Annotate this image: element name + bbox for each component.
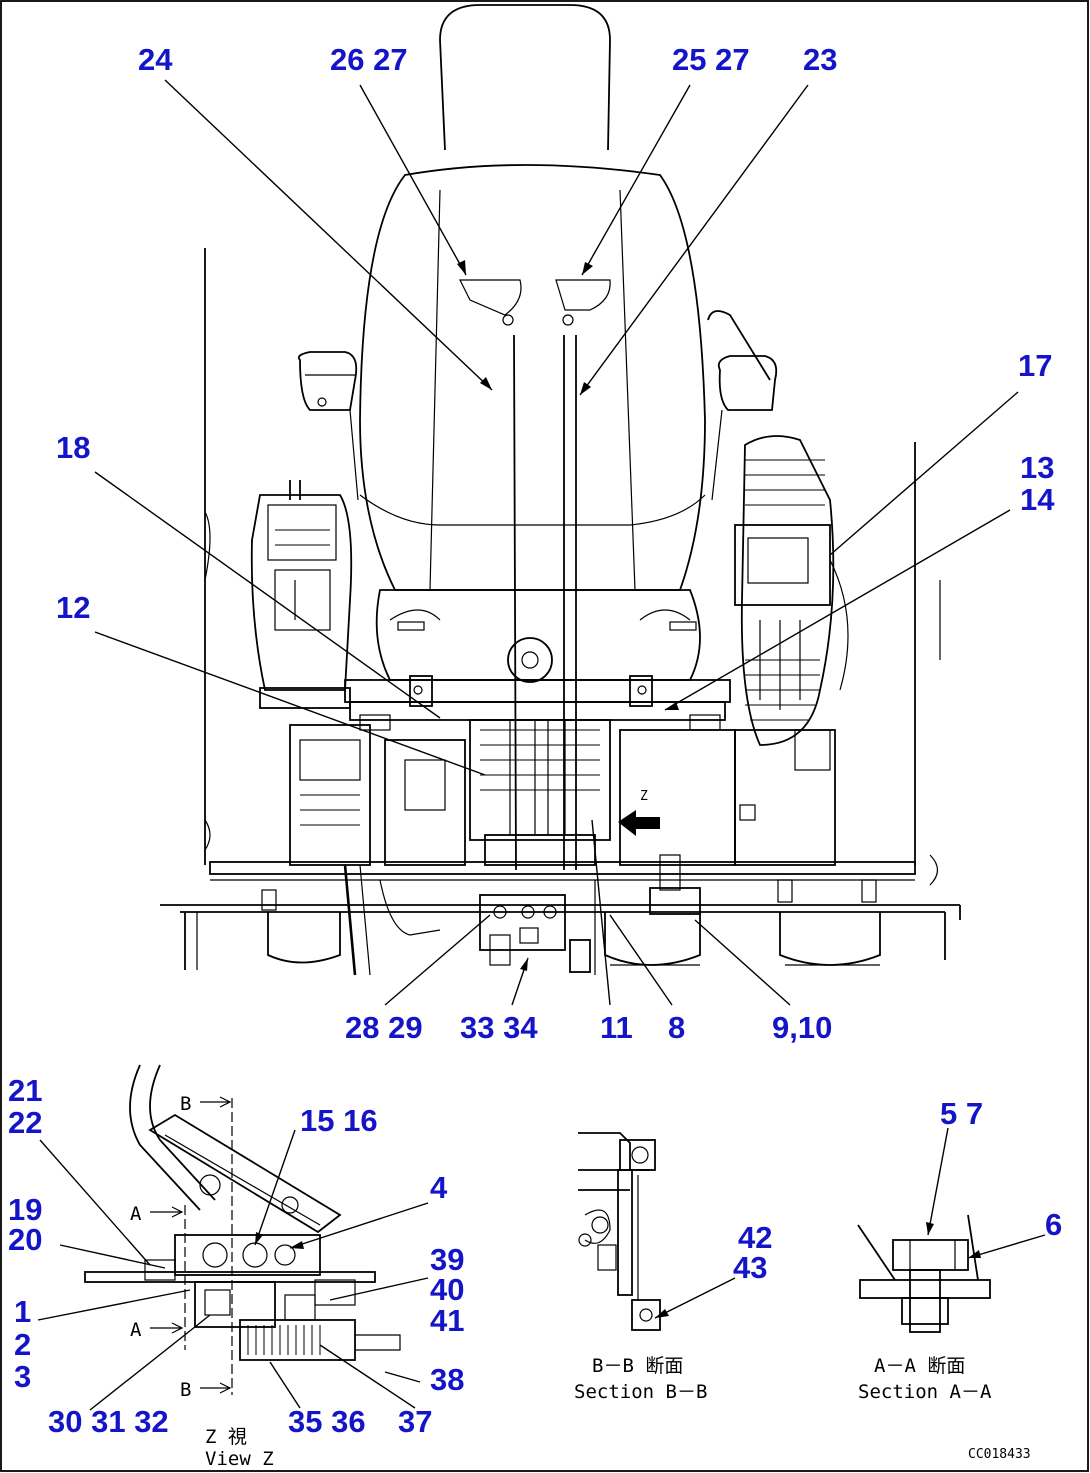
callout-41: 41 xyxy=(430,1303,464,1338)
section-b-b: 42 43 B－B 断面 Section B－B xyxy=(574,1132,772,1403)
callout-13: 13 xyxy=(1020,450,1054,485)
right-armrest xyxy=(717,355,778,411)
section-marker-a-top: A xyxy=(130,1203,142,1225)
seat-headrest xyxy=(439,4,611,151)
callout-37: 37 xyxy=(398,1404,432,1439)
callout-9-10: 9,10 xyxy=(772,1010,832,1045)
callout-8: 8 xyxy=(668,1010,685,1045)
cab-floor xyxy=(160,854,961,970)
callout-15-16: 15 16 xyxy=(300,1103,378,1138)
view-z-arrow xyxy=(618,810,660,836)
callout-17: 17 xyxy=(1018,348,1052,383)
callout-25-27: 25 27 xyxy=(672,42,750,77)
section-marker-a-bottom: A xyxy=(130,1319,142,1341)
callout-33-34: 33 34 xyxy=(460,1010,538,1045)
section-a-a: 5 7 6 A－A 断面 Section A－A xyxy=(857,1096,1062,1403)
caption-section-b-en: Section B－B xyxy=(574,1381,707,1403)
section-marker-b-top: B xyxy=(180,1093,191,1115)
callout-6: 6 xyxy=(1045,1207,1062,1242)
drawing-number: CC018433 xyxy=(968,1447,1031,1462)
callout-3: 3 xyxy=(14,1359,31,1394)
callout-4: 4 xyxy=(430,1170,448,1205)
caption-view-z-jp: Z 視 xyxy=(205,1426,247,1448)
seat-cushion xyxy=(375,589,701,681)
callout-14: 14 xyxy=(1020,482,1055,517)
callout-35-36: 35 36 xyxy=(288,1404,366,1439)
right-console xyxy=(734,435,849,746)
callout-24: 24 xyxy=(138,42,173,77)
callout-43: 43 xyxy=(733,1250,767,1285)
callout-30-31-32: 30 31 32 xyxy=(48,1404,169,1439)
callout-23: 23 xyxy=(803,42,837,77)
callout-19: 19 xyxy=(8,1192,42,1227)
seat-base xyxy=(344,675,731,731)
callout-11: 11 xyxy=(600,1010,633,1045)
caption-section-a-jp: A－A 断面 xyxy=(874,1355,965,1377)
left-console xyxy=(250,480,353,709)
callout-28-29: 28 29 xyxy=(345,1010,423,1045)
callout-22: 22 xyxy=(8,1105,42,1140)
left-controller-box xyxy=(289,724,466,866)
suspension-column xyxy=(469,719,611,866)
callout-40: 40 xyxy=(430,1272,464,1307)
callout-2: 2 xyxy=(14,1327,31,1362)
seat-back xyxy=(359,164,706,591)
right-box: Z xyxy=(618,729,836,866)
callout-39: 39 xyxy=(430,1242,464,1277)
main-view: Z xyxy=(56,4,1055,1045)
callout-42: 42 xyxy=(738,1220,772,1255)
caption-view-z-en: View Z xyxy=(205,1448,274,1470)
caption-section-b-jp: B－B 断面 xyxy=(592,1355,683,1377)
callout-18: 18 xyxy=(56,430,90,465)
caption-section-a-en: Section A－A xyxy=(858,1381,992,1403)
callout-38: 38 xyxy=(430,1362,464,1397)
left-armrest xyxy=(297,351,358,411)
callout-12: 12 xyxy=(56,590,90,625)
section-marker-b-bottom: B xyxy=(180,1379,191,1401)
leader-lines-main xyxy=(94,79,1019,1006)
callout-20: 20 xyxy=(8,1222,42,1257)
callout-21: 21 xyxy=(8,1073,42,1108)
callout-1: 1 xyxy=(14,1294,31,1329)
marker-z: Z xyxy=(640,789,648,804)
callout-5-7: 5 7 xyxy=(940,1096,983,1131)
center-valve-assembly xyxy=(343,864,596,976)
view-z-detail: B B A A 21 22 15 16 4 19 20 39 40 41 1 2… xyxy=(8,1064,464,1470)
callout-26-27: 26 27 xyxy=(330,42,408,77)
